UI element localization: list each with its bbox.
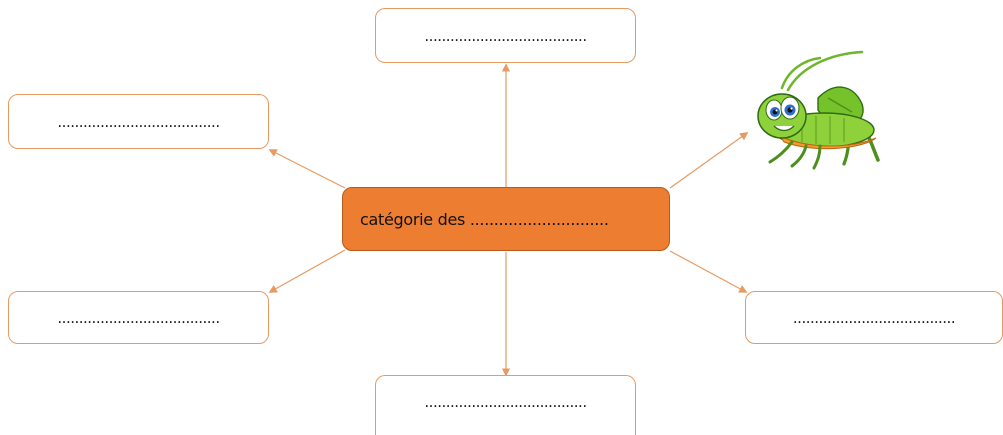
grasshopper-icon: [757, 50, 880, 170]
center-category-box[interactable]: catégorie des ..........................…: [342, 187, 670, 251]
answer-box-right[interactable]: ......................................: [745, 291, 1003, 344]
connector-arrows: [268, 63, 749, 377]
arrow-to-grasshopper: [669, 132, 749, 189]
answer-box-top[interactable]: ......................................: [375, 8, 636, 63]
arrow-to-lower-left: [268, 249, 346, 293]
arrow-to-upper-left: [268, 149, 346, 189]
answer-box-upper-left[interactable]: ......................................: [8, 94, 269, 149]
answer-box-lower-left[interactable]: ......................................: [8, 291, 269, 344]
answer-box-bottom[interactable]: ......................................: [375, 375, 636, 435]
arrow-to-right: [669, 250, 748, 293]
center-category-label: catégorie des ..........................…: [360, 209, 609, 229]
